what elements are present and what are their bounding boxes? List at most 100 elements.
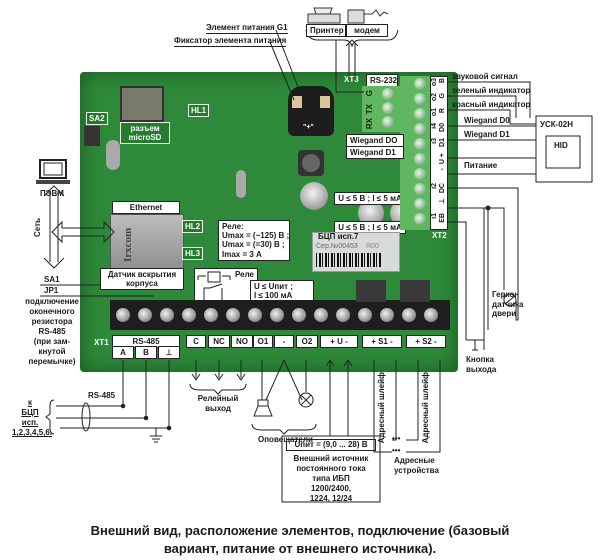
loop1-wire-minus [392, 360, 397, 441]
sa2-label: SA2 [86, 112, 108, 126]
address-devices-line: Адресные [394, 456, 435, 465]
microsd-slot [120, 86, 164, 122]
xt1-name: XT1 [94, 338, 109, 347]
wire-gnd [448, 207, 489, 330]
wire-eb [448, 221, 467, 340]
printer-arrow [345, 39, 359, 78]
ethernet-jack [110, 214, 184, 272]
reed-switch-label: Геркон датчика двери [492, 290, 523, 319]
terminal-cover [400, 280, 430, 302]
battery-holder [288, 86, 334, 136]
xt2-screw [414, 153, 426, 165]
sa2-switch [84, 126, 100, 146]
hl3-label: HL3 [182, 247, 204, 261]
modem-label: модем [346, 24, 388, 38]
relay-symbol-box: Реле [194, 268, 258, 302]
crystal [236, 170, 246, 198]
xt2-screw [414, 78, 426, 90]
exit-button-line: выхода [466, 364, 497, 374]
relay-no-wire [236, 360, 246, 381]
to-bcp-line: к [27, 398, 32, 407]
capacitor [300, 182, 328, 210]
jp1-desc-line: резистора [31, 317, 73, 326]
wiegand-d1-board: Wiegand D1 [346, 146, 404, 160]
pc-icon [36, 159, 70, 184]
pc-label: ПЭВМ [40, 189, 64, 198]
to-bcp-line: 1,2,3,4,5,6. [12, 428, 53, 437]
holder-leader [269, 41, 295, 101]
xt1-screw [248, 308, 262, 322]
modem-icon [347, 9, 389, 24]
sa1-label: SA1 [44, 275, 60, 284]
reed-line: Геркон [492, 290, 520, 299]
bcp-brace [45, 399, 55, 435]
output-limit-line1: U ≤ Uпит ; [254, 282, 293, 291]
xt2-label-strip [430, 76, 448, 230]
xt2-screw [414, 168, 426, 180]
battery-contact-left [292, 96, 302, 108]
relay-specs: Реле: Umax = (~125) В ; Umax = (=30) В ;… [218, 220, 290, 261]
psu-voltage: Uпит = (9,0 ... 28) В [286, 439, 376, 451]
xt1-pin-label: NO [231, 335, 253, 349]
wire-sound [448, 81, 531, 118]
speaker-icon [253, 399, 273, 417]
xt1-screw [270, 308, 284, 322]
relay-brace [189, 383, 247, 395]
to-bcp-line: исп. [21, 418, 39, 427]
junction [485, 205, 491, 211]
jp1-desc-line: перемычке) [28, 357, 76, 366]
battery-leader [275, 29, 301, 93]
psu-desc-line: 1224, 12/24 [309, 494, 353, 503]
address-ellipsis-2: ••• [392, 446, 401, 455]
xt3-name: XT3 [344, 75, 359, 84]
xt1-screw [116, 308, 130, 322]
exit-button-label: Кнопка выхода [466, 355, 496, 374]
xt1-pin-gnd: ⊥ [158, 346, 180, 360]
xt2-name: XT2 [432, 231, 447, 240]
reed-line: двери [492, 309, 517, 319]
xt1-pin-label: O2 [296, 335, 318, 349]
tamper-label-line1: Датчик вскрытия [107, 270, 177, 279]
psu-desc-line: 1200/2400, [310, 484, 352, 493]
xt1-screw [226, 308, 240, 322]
jp1-desc-line: (при зам- [33, 337, 71, 346]
microsd-label-line2: microSD [128, 133, 162, 143]
relay-specs-line3: Umax = (=30) В ; [222, 240, 285, 250]
rs485-wire-b [56, 360, 147, 419]
caption-line1: Внешний вид, расположение элементов, под… [90, 523, 510, 538]
address-devices-label: Адресные устройства [394, 456, 439, 476]
xt3-screw [382, 88, 394, 100]
relay-specs-line2: Umax = (~125) В ; [222, 231, 290, 241]
jp1-description: подключение оконечного резистора RS-485 … [22, 297, 82, 367]
output-limit-line2: I ≤ 100 мА [254, 291, 293, 301]
jp1-desc-line: подключение [25, 297, 79, 306]
battery-contact-right [320, 96, 330, 108]
xt1-screw [160, 308, 174, 322]
relay-output-line: Релейный [197, 394, 239, 403]
inductor-core [302, 154, 320, 172]
tamper-label: Датчик вскрытия корпуса [100, 268, 184, 291]
to-bcp-line: БЦП [21, 408, 39, 417]
wire-gnd-reed [488, 207, 505, 290]
reed-line: датчика [492, 299, 524, 309]
battery-label: Элемент питания G1 [206, 23, 288, 34]
relay-specs-line1: Реле: [222, 222, 244, 231]
xt1-screw [358, 308, 372, 322]
device-label: БЦП исп.7 [318, 232, 359, 241]
jp1-desc-line: кнутой [38, 347, 66, 356]
xt2-screw [414, 138, 426, 150]
relay-label: Реле [234, 270, 254, 279]
crystal [106, 140, 120, 170]
hl1-label: HL1 [188, 104, 210, 118]
printer-icon [307, 7, 341, 24]
xt2-screw [414, 198, 426, 210]
xt2-screw [414, 108, 426, 120]
battery-polarity: "+" [303, 124, 314, 131]
rs485-bus-label: RS-485 [88, 391, 116, 400]
psu-desc-line: постоянного тока [296, 464, 366, 473]
relay-symbol [197, 271, 231, 300]
lamp-icon [298, 392, 314, 408]
address-devices-line: устройства [394, 466, 439, 475]
psu-box [281, 435, 381, 503]
